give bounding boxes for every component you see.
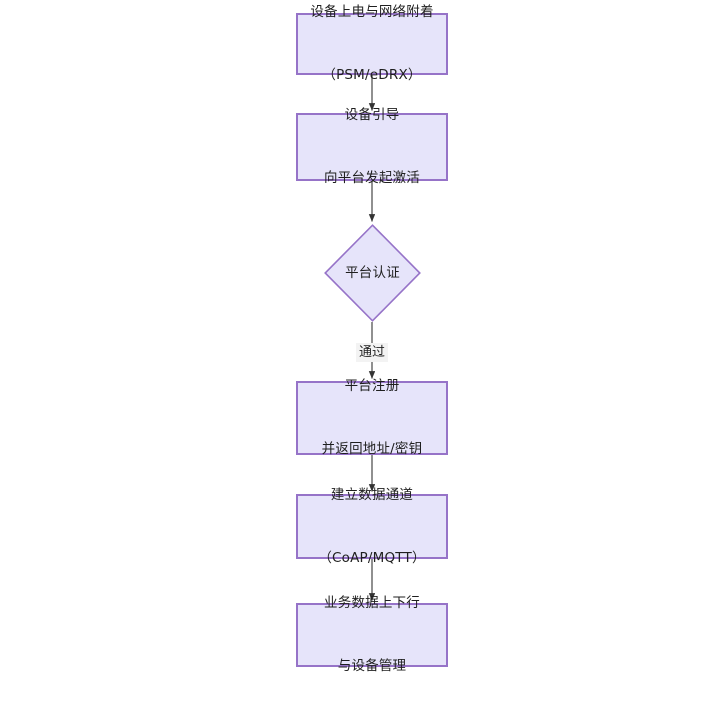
node-label-line1: 平台认证 xyxy=(345,264,400,281)
node-platform-register[interactable]: 平台注册 并返回地址/密钥 xyxy=(296,378,448,457)
diamond-shape xyxy=(324,224,421,322)
node-device-bootstrap[interactable]: 设备引导 向平台发起激活 xyxy=(296,107,448,186)
node-label: 平台认证 xyxy=(324,224,421,322)
node-establish-data-channel[interactable]: 建立数据通道 （CoAP/MQTT） xyxy=(296,487,448,566)
node-platform-auth-decision[interactable]: 平台认证 xyxy=(324,224,421,322)
node-device-power-on[interactable]: 设备上电与网络附着 （PSM/eDRX） xyxy=(296,4,448,83)
edge-label-pass: 通过 xyxy=(355,343,389,362)
node-business-data-and-device-mgmt[interactable]: 业务数据上下行 与设备管理 xyxy=(296,595,448,674)
